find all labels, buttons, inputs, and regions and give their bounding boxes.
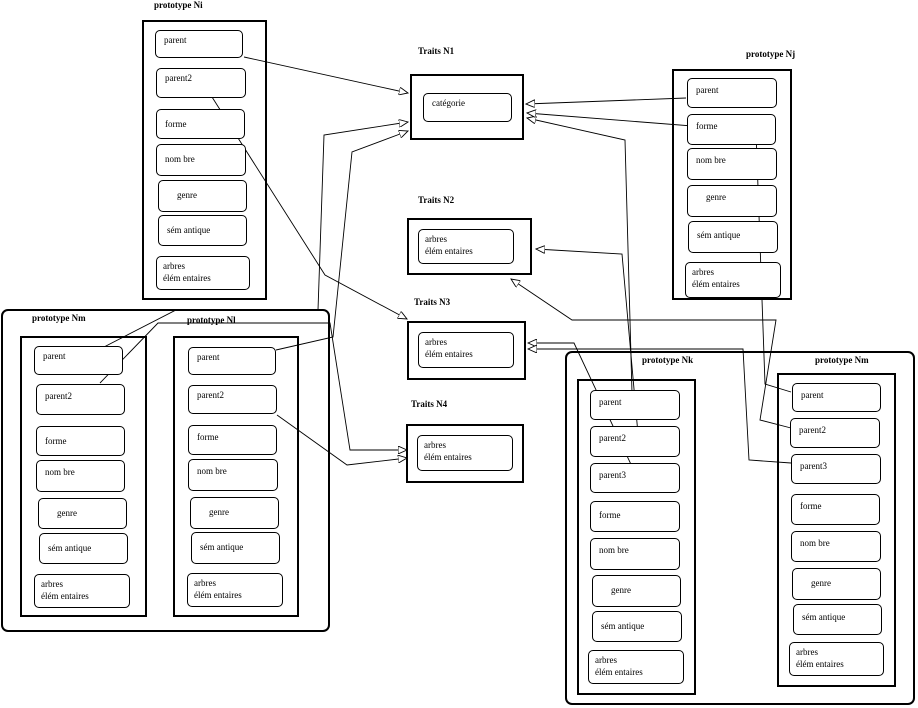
prototype-nl-nombre-slot: nom bre: [188, 459, 278, 491]
prototype-nm-left-title: prototype Nm: [32, 313, 86, 323]
traits-n2-slot: arbres élém entaires: [418, 229, 514, 264]
group-right: [565, 351, 915, 705]
prototype-nl-semantique-slot: sém antique: [191, 532, 280, 564]
prototype-nj-arbres-line2: élém entaires: [692, 279, 740, 289]
prototype-nm-right-title: prototype Nm: [815, 355, 869, 365]
prototype-nk-parent2-slot: parent2: [590, 426, 680, 457]
prototype-nm-right-arbres-line1: arbres: [796, 647, 818, 657]
prototype-ni-arbres-line2: élém entaires: [163, 273, 211, 283]
prototype-nk-genre-slot: genre: [592, 575, 681, 607]
prototype-nk-arbres-slot: arbres élém entaires: [588, 650, 684, 684]
traits-n3-box: arbres élém entaires: [407, 321, 526, 380]
prototype-nk-parent-slot: parent: [590, 390, 680, 420]
prototype-nl-box: parent parent2 forme nom bre genre sém a…: [173, 336, 299, 617]
prototype-ni-genre-slot: genre: [158, 180, 247, 212]
traits-n4-line1: arbres: [424, 440, 446, 450]
prototype-ni-parent2-slot: parent2: [156, 68, 246, 98]
prototype-nl-arbres-line2: élém entaires: [194, 590, 242, 600]
prototype-nj-arbres-slot: arbres élém entaires: [685, 262, 781, 298]
prototype-nl-forme-slot: forme: [188, 425, 277, 455]
traits-n1-categorie-slot: catégorie: [423, 93, 512, 122]
prototype-ni-arbres-slot: arbres élém entaires: [156, 256, 250, 290]
prototype-ni-nombre-slot: nom bre: [156, 144, 246, 176]
traits-n4-line2: élém entaires: [424, 452, 472, 462]
traits-n2-line1: arbres: [425, 234, 447, 244]
prototype-nk-semantique-slot: sém antique: [592, 611, 682, 642]
prototype-nm-right-nombre-slot: nom bre: [791, 531, 881, 562]
prototype-nl-arbres-line1: arbres: [194, 578, 216, 588]
prototype-nj-parent-slot: parent: [687, 78, 777, 108]
traits-n3-line1: arbres: [425, 337, 447, 347]
traits-n2-line2: élém entaires: [425, 246, 473, 256]
prototype-nm-right-arbres-line2: élém entaires: [796, 659, 844, 669]
prototype-nm-left-genre-slot: genre: [38, 498, 127, 529]
traits-n2-title: Traits N2: [418, 195, 455, 205]
prototype-nj-forme-slot: forme: [687, 114, 776, 145]
prototype-nk-arbres-line2: élém entaires: [595, 667, 643, 677]
prototype-ni-parent-slot: parent: [155, 30, 243, 58]
link-ni-parent-to-n1: [243, 56, 408, 93]
prototype-nm-right-parent3-slot: parent3: [791, 454, 881, 484]
traits-n4-title: Traits N4: [411, 399, 448, 409]
prototype-nk-forme-slot: forme: [590, 501, 680, 532]
prototype-nm-left-arbres-line2: élém entaires: [41, 591, 89, 601]
prototype-ni-box: parent parent2 forme nom bre genre sém a…: [142, 20, 267, 300]
prototype-nj-nombre-slot: nom bre: [687, 148, 777, 180]
traits-n4-box: arbres élém entaires: [406, 424, 524, 483]
prototype-nm-right-forme-slot: forme: [791, 494, 880, 525]
link-nj-parent-to-n1: [526, 97, 687, 104]
prototype-nm-left-forme-slot: forme: [36, 426, 125, 456]
prototype-nk-box: parent parent2 parent3 forme nom bre gen…: [577, 379, 696, 695]
traits-n3-line2: élém entaires: [425, 349, 473, 359]
prototype-nm-left-nombre-slot: nom bre: [36, 460, 125, 492]
prototype-nj-title: prototype Nj: [746, 49, 796, 59]
traits-n3-slot: arbres élém entaires: [418, 332, 514, 368]
prototype-nl-arbres-slot: arbres élém entaires: [187, 573, 283, 607]
prototype-nm-right-semantique-slot: sém antique: [793, 604, 882, 635]
prototype-nj-semantique-slot: sém antique: [688, 221, 778, 253]
prototype-nm-left-parent2-slot: parent2: [36, 384, 125, 415]
group-left: [1, 309, 330, 632]
prototype-nj-box: parent forme nom bre genre sém antique a…: [672, 69, 792, 300]
prototype-nm-right-parent2-slot: parent2: [790, 418, 880, 448]
prototype-nj-genre-slot: genre: [687, 185, 777, 217]
prototype-nm-right-parent-slot: parent: [792, 383, 881, 412]
prototype-nk-parent3-slot: parent3: [590, 463, 680, 493]
prototype-nm-left-arbres-line1: arbres: [41, 579, 63, 589]
traits-n1-title: Traits N1: [418, 46, 455, 56]
prototype-nl-parent2-slot: parent2: [188, 385, 277, 414]
prototype-nk-nombre-slot: nom bre: [590, 538, 680, 570]
prototype-nk-title: prototype Nk: [642, 355, 694, 365]
prototype-nl-title: prototype Nl: [187, 315, 236, 325]
prototype-nm-right-arbres-slot: arbres élém entaires: [789, 642, 884, 676]
traits-n3-title: Traits N3: [414, 297, 451, 307]
prototype-nm-left-parent-slot: parent: [34, 346, 123, 375]
traits-n1-box: catégorie: [410, 74, 524, 140]
prototype-ni-arbres-line1: arbres: [163, 261, 185, 271]
prototype-nm-left-box: parent parent2 forme nom bre genre sém a…: [20, 336, 147, 617]
prototype-nl-genre-slot: genre: [190, 497, 279, 529]
prototype-nm-right-box: parent parent2 parent3 forme nom bre gen…: [777, 373, 896, 687]
prototype-nl-parent-slot: parent: [188, 347, 276, 375]
prototype-ni-forme-slot: forme: [156, 109, 245, 139]
prototype-nm-left-semantique-slot: sém antique: [39, 533, 128, 564]
prototype-nm-left-arbres-slot: arbres élém entaires: [34, 574, 130, 608]
prototype-nm-right-genre-slot: genre: [792, 568, 881, 600]
prototype-nk-arbres-line1: arbres: [595, 655, 617, 665]
prototype-nj-arbres-line1: arbres: [692, 267, 714, 277]
traits-n2-box: arbres élém entaires: [407, 218, 532, 275]
traits-n4-slot: arbres élém entaires: [417, 435, 513, 471]
prototype-ni-semantique-slot: sém antique: [158, 215, 247, 246]
prototype-ni-title: prototype Ni: [154, 0, 203, 10]
